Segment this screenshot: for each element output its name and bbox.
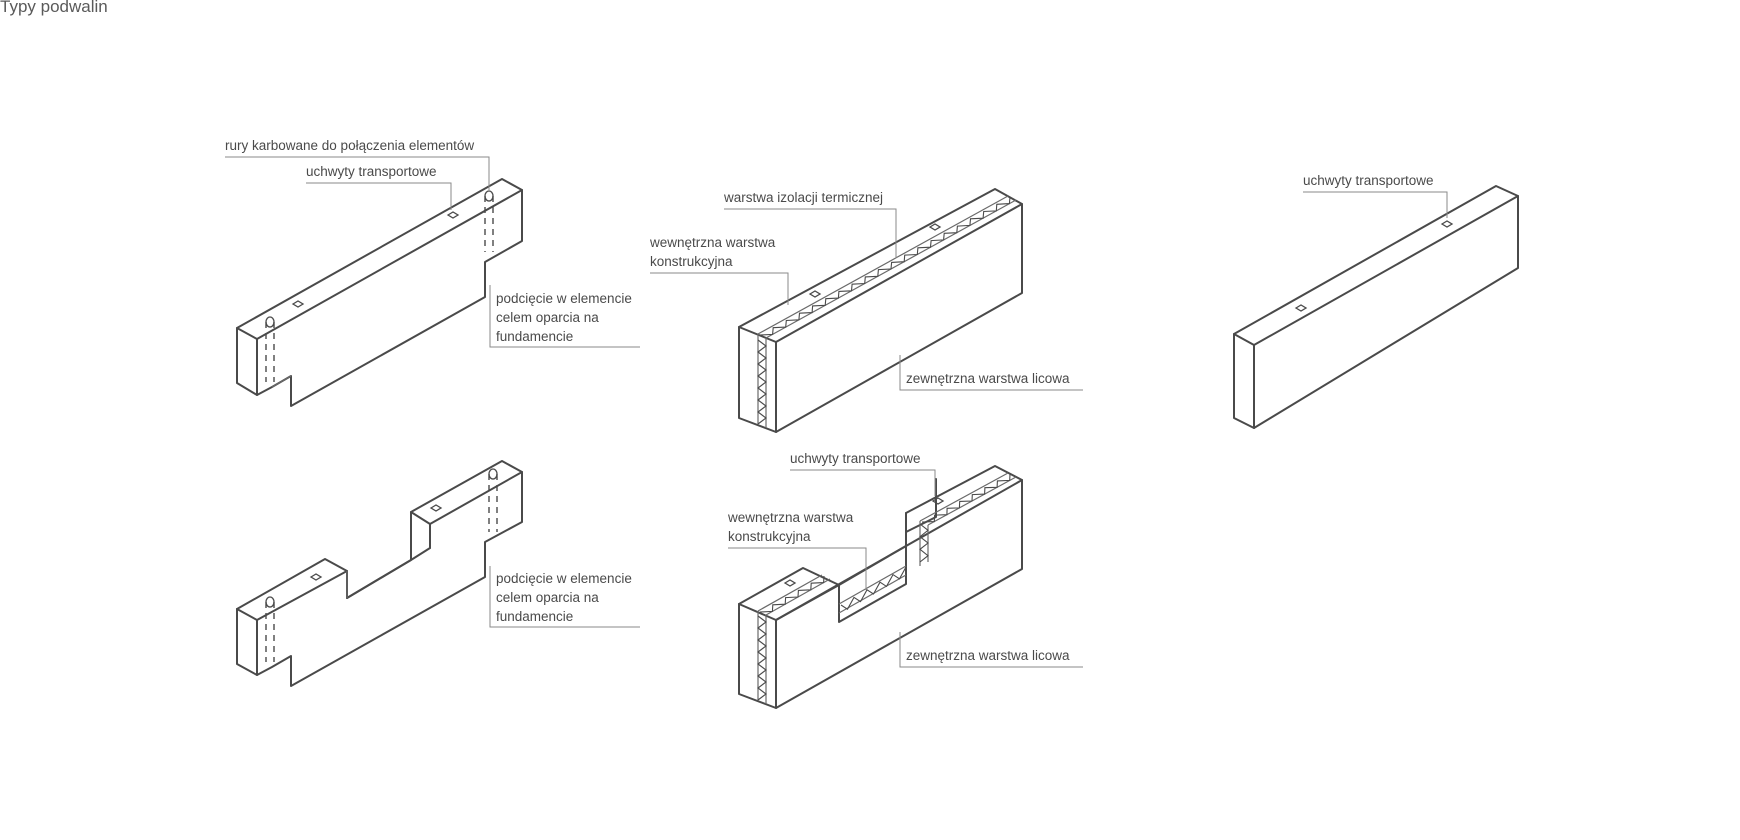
label-outer-facing-bottom: zewnętrzna warstwa licowa <box>906 648 1070 663</box>
label-inner-layer-bottom-line2: konstrukcyjna <box>728 529 811 544</box>
label-undercut-bottom-line3: fundamencie <box>496 609 573 624</box>
label-inner-layer-bottom-line1: wewnętrzna warstwa <box>727 510 854 525</box>
label-inner-layer-line2: konstrukcyjna <box>650 254 733 269</box>
label-transport-handles-bottom: uchwyty transportowe <box>790 451 921 466</box>
labels-bottom-left: podcięcie w elemencie celem oparcia na f… <box>489 566 640 628</box>
label-inner-layer-line1: wewnętrzna warstwa <box>649 235 776 250</box>
labels-top-middle: warstwa izolacji termicznej wewnętrzna w… <box>649 190 1083 391</box>
label-undercut-bottom-line1: podcięcie w elemencie <box>496 571 632 586</box>
label-corrugated-pipes: rury karbowane do połączenia elementów <box>225 138 474 153</box>
beam-bottom-left <box>236 460 523 687</box>
label-undercut-line2: celem oparcia na <box>496 310 599 325</box>
beam-top-left <box>236 178 523 407</box>
beam-bottom-middle <box>738 465 1023 709</box>
labels-top-left: rury karbowane do połączenia elementów u… <box>225 138 640 348</box>
beam-top-right <box>1233 185 1519 429</box>
labels-bottom-middle: uchwyty transportowe wewnętrzna warstwa … <box>727 451 1083 668</box>
label-undercut-line3: fundamencie <box>496 329 573 344</box>
label-transport-handles: uchwyty transportowe <box>306 164 437 179</box>
label-thermal-insulation: warstwa izolacji termicznej <box>723 190 883 205</box>
labels-top-right: uchwyty transportowe <box>1303 173 1448 218</box>
beam-top-middle <box>738 188 1023 433</box>
label-undercut-line1: podcięcie w elemencie <box>496 291 632 306</box>
label-undercut-bottom-line2: celem oparcia na <box>496 590 599 605</box>
label-transport-handles-right: uchwyty transportowe <box>1303 173 1434 188</box>
page-title: Typy podwalin <box>0 0 108 16</box>
label-outer-facing-layer: zewnętrzna warstwa licowa <box>906 371 1070 386</box>
